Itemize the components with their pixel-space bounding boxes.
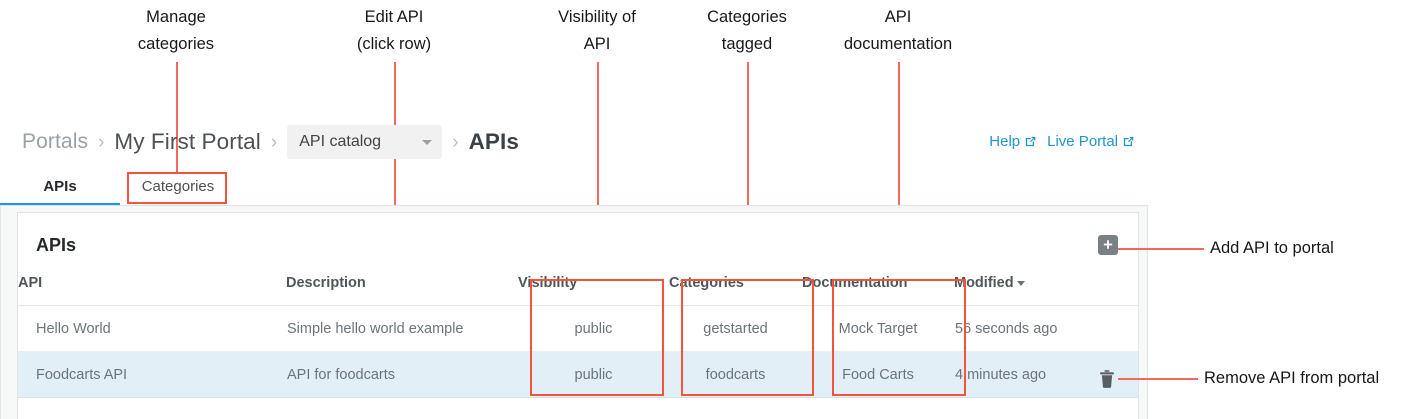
- cell-categories: foodcarts: [669, 351, 802, 398]
- tab-apis[interactable]: APIs: [43, 178, 77, 195]
- annotation-manage-categories: Manage categories: [96, 4, 256, 58]
- apis-table: API Description Visibility Categories Do…: [18, 275, 1138, 398]
- panel-background: APIs API Description Visibility Categori…: [0, 206, 1148, 419]
- annotation-connector-manage-categories: [176, 62, 178, 172]
- plus-icon: [1103, 240, 1113, 249]
- annotation-connector-documentation: [898, 62, 900, 280]
- breadcrumb-current-apis: APIs: [468, 129, 519, 154]
- cell-categories: getstarted: [669, 305, 802, 352]
- tab-active-underline: [0, 203, 120, 206]
- help-link-label: Help: [989, 133, 1021, 150]
- annotation-connector-remove-api: [1118, 378, 1198, 380]
- breadcrumb-my-first-portal[interactable]: My First Portal: [114, 129, 261, 154]
- header-links: Help Live Portal: [989, 133, 1135, 150]
- cell-api: Hello World: [18, 305, 286, 352]
- annotation-edit-api: Edit API (click row): [314, 4, 474, 58]
- live-portal-link-label: Live Portal: [1047, 133, 1118, 150]
- annotation-line-2: documentation: [843, 35, 953, 53]
- card-title: APIs: [36, 235, 77, 255]
- cell-documentation: Food Carts: [802, 351, 954, 398]
- tab-categories[interactable]: Categories: [141, 178, 215, 195]
- annotation-line-1: API: [884, 8, 912, 26]
- breadcrumb: Portals › My First Portal › API catalog …: [22, 125, 519, 159]
- catalog-select-value: API catalog: [299, 133, 382, 150]
- annotation-api-documentation: API documentation: [818, 4, 978, 58]
- annotation-line-2: tagged: [721, 35, 773, 53]
- sort-desc-icon: [1016, 280, 1025, 286]
- apis-card: APIs API Description Visibility Categori…: [17, 212, 1139, 419]
- annotation-line-1: Edit API: [364, 8, 424, 26]
- annotation-categories-tagged: Categories tagged: [667, 4, 827, 58]
- remove-api-button[interactable]: [1098, 369, 1116, 389]
- annotation-connector-visibility: [597, 62, 599, 280]
- breadcrumb-separator-icon: ›: [270, 131, 278, 153]
- annotation-remove-api-from-portal: Remove API from portal: [1204, 369, 1380, 387]
- cell-api: Foodcarts API: [18, 351, 286, 398]
- cell-modified: 4 minutes ago: [954, 351, 1138, 398]
- cell-description: API for foodcarts: [286, 351, 518, 398]
- annotation-line-2: categories: [137, 35, 215, 53]
- add-api-button[interactable]: [1098, 235, 1118, 255]
- annotation-visibility-of-api: Visibility of API: [517, 4, 677, 58]
- live-portal-link[interactable]: Live Portal: [1047, 133, 1135, 150]
- breadcrumb-separator-icon: ›: [452, 131, 459, 153]
- column-header-visibility[interactable]: Visibility: [518, 275, 669, 306]
- column-header-documentation[interactable]: Documentation: [802, 275, 954, 306]
- cell-documentation: Mock Target: [802, 305, 954, 352]
- column-header-modified[interactable]: Modified: [954, 275, 1138, 306]
- column-header-categories[interactable]: Categories: [669, 275, 802, 306]
- help-link[interactable]: Help: [989, 133, 1037, 150]
- column-header-modified-label: Modified: [954, 275, 1014, 291]
- cell-description: Simple hello world example: [286, 305, 518, 352]
- table-row[interactable]: Hello World Simple hello world example p…: [18, 305, 1138, 352]
- annotation-line-1: Manage: [146, 8, 206, 26]
- trash-icon: [1100, 370, 1114, 388]
- cell-modified: 56 seconds ago: [954, 305, 1138, 352]
- cell-visibility: public: [518, 305, 669, 352]
- annotation-line-2: (click row): [356, 35, 432, 53]
- column-header-api[interactable]: API: [18, 275, 286, 306]
- annotation-line-2: API: [583, 35, 611, 53]
- external-link-icon: [1024, 135, 1037, 148]
- tab-bar: APIs Categories: [0, 170, 1148, 206]
- breadcrumb-separator-icon: ›: [98, 131, 105, 153]
- annotation-connector-add-api: [1118, 248, 1204, 250]
- chevron-down-icon: [422, 139, 433, 145]
- annotation-connector-categories: [747, 62, 749, 280]
- annotation-line-1: Visibility of: [558, 8, 636, 26]
- annotation-line-1: Categories: [707, 8, 787, 26]
- annotation-add-api-to-portal: Add API to portal: [1210, 239, 1334, 257]
- table-row[interactable]: Foodcarts API API for foodcarts public f…: [18, 351, 1138, 398]
- table-header-row: API Description Visibility Categories Do…: [18, 275, 1138, 306]
- tab-bar-divider: [0, 205, 1148, 206]
- column-header-description[interactable]: Description: [286, 275, 518, 306]
- cell-visibility: public: [518, 351, 669, 398]
- external-link-icon: [1122, 135, 1135, 148]
- breadcrumb-portals[interactable]: Portals: [22, 130, 89, 153]
- catalog-select[interactable]: API catalog: [287, 125, 443, 159]
